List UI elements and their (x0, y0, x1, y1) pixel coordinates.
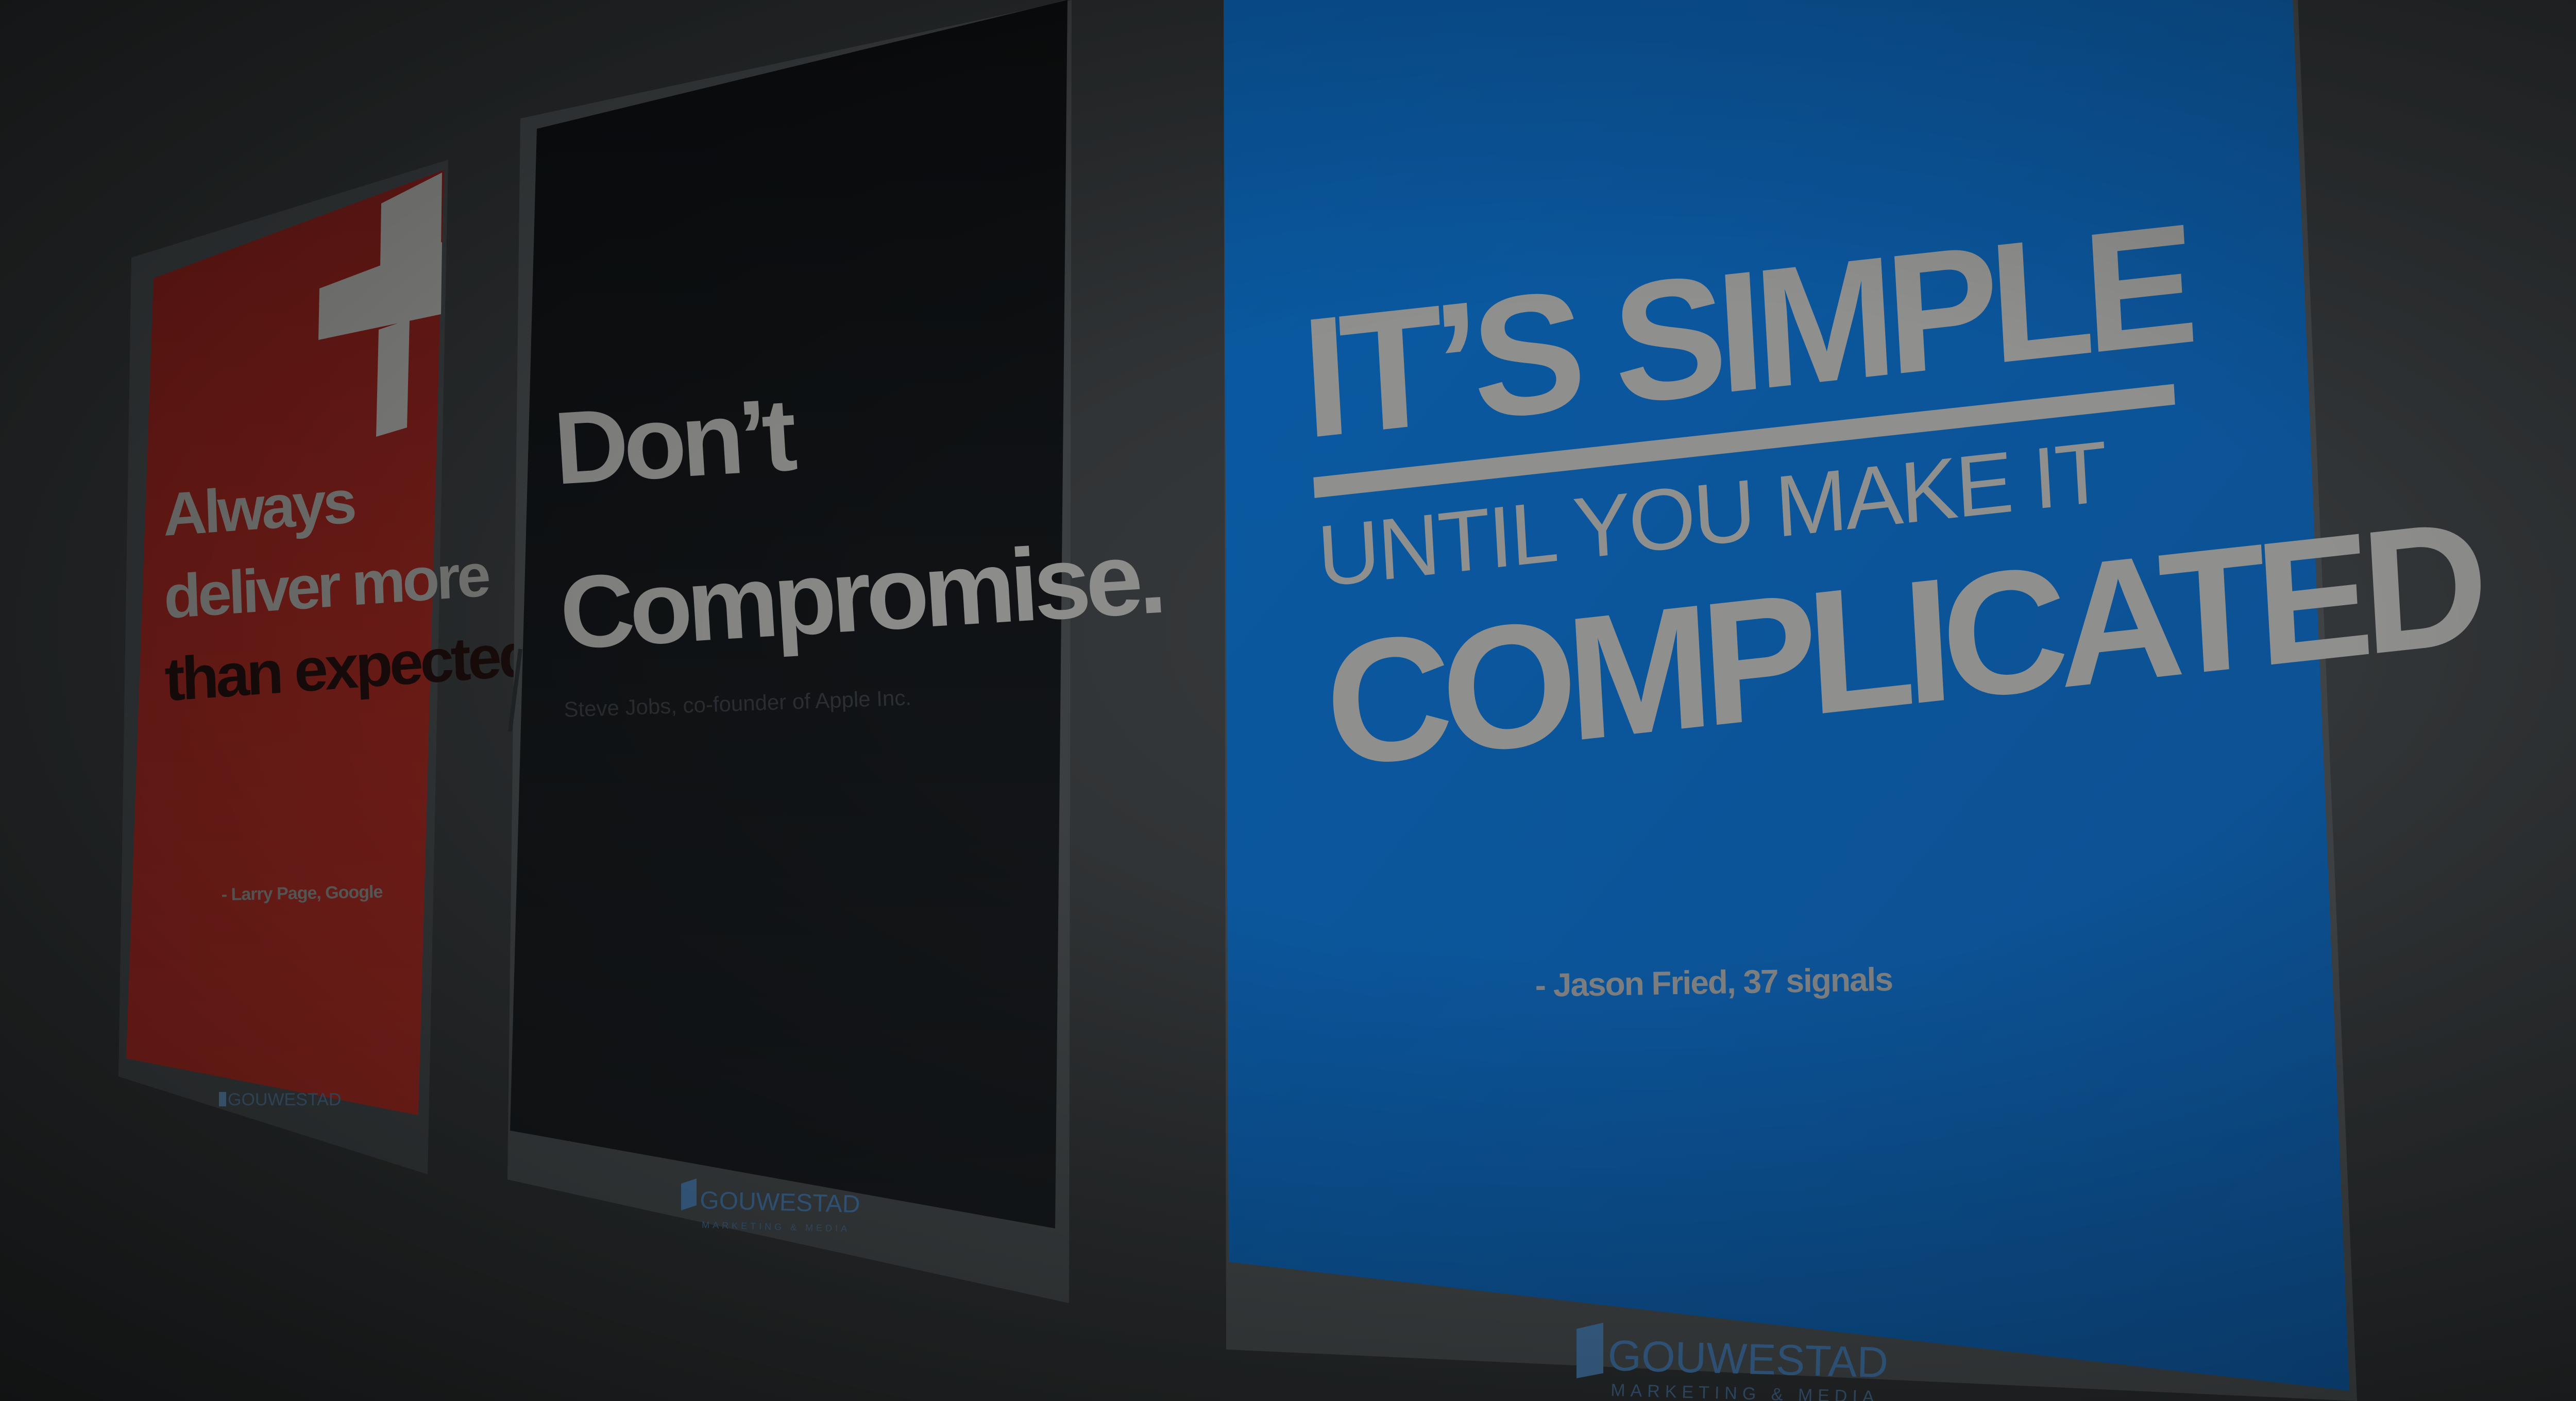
svg-text:GOUWESTAD: GOUWESTAD (228, 1090, 341, 1109)
red-attribution: - Larry Page, Google (221, 882, 382, 904)
red-logo: GOUWESTAD (219, 1090, 341, 1109)
black-quote-line-1: Don’t (551, 377, 799, 506)
blue-attribution: - Jason Fried, 37 signals (1535, 961, 1893, 1004)
swiss-cross-icon (318, 173, 442, 437)
blue-underline (1313, 384, 2175, 498)
blue-logo: GOUWESTAD MARKETING & MEDIA (1577, 1323, 1889, 1401)
black-poster: Don’t Compromise. Steve Jobs, co-founder… (507, 0, 1164, 1303)
svg-text:GOUWESTAD: GOUWESTAD (1607, 1331, 1889, 1387)
black-poster-field (510, 0, 1067, 1228)
red-quote-line-1: Always (162, 468, 355, 549)
blue-poster: IT’S SIMPLE UNTIL YOU MAKE IT COMPLICATE… (1224, 0, 2487, 1401)
black-logo: GOUWESTAD MARKETING & MEDIA (681, 1178, 860, 1234)
svg-text:GOUWESTAD: GOUWESTAD (700, 1187, 860, 1218)
red-poster: Always deliver more than expected. - Lar… (118, 160, 547, 1174)
red-poster-field (126, 170, 444, 1115)
blue-poster-field (1224, 0, 2349, 1391)
